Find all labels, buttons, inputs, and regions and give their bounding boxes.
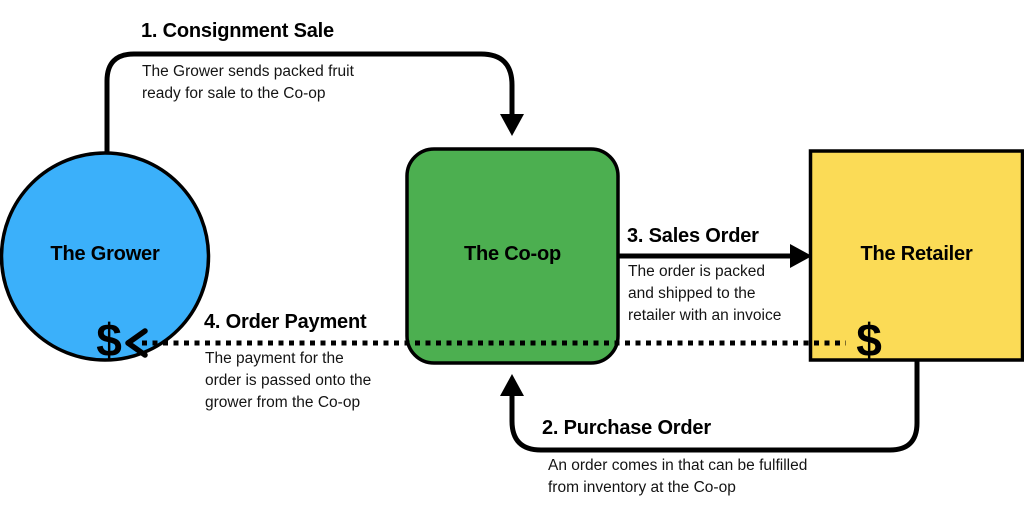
step4-title: 4. Order Payment xyxy=(204,311,367,333)
retailer-dollar-icon: $ xyxy=(856,314,882,366)
purchase-order-arrowhead-icon xyxy=(500,374,524,396)
coop-box xyxy=(405,147,620,365)
coop-label: The Co-op xyxy=(463,243,562,265)
consignment-sale-arrow xyxy=(104,51,515,154)
order-payment-arrowhead-icon xyxy=(125,328,148,358)
grower-label: The Grower xyxy=(50,243,160,265)
step2-title: 2. Purchase Order xyxy=(542,417,711,439)
step1-title: 1. Consignment Sale xyxy=(141,20,334,42)
step4-description: The payment for the order is passed onto… xyxy=(205,350,372,411)
purchase-order-arrow xyxy=(509,361,920,453)
retailer-box xyxy=(808,149,1024,362)
grower-dollar-icon: $ xyxy=(96,314,122,366)
step2-description: An order comes in that can be fulfilled … xyxy=(548,457,808,496)
step3-title: 3. Sales Order xyxy=(627,225,759,247)
consignment-sale-arrowhead-icon xyxy=(500,114,524,136)
step1-description: The Grower sends packed fruit ready for … xyxy=(142,63,354,102)
sales-order-arrowhead-icon xyxy=(790,244,812,268)
retailer-label: The Retailer xyxy=(860,243,973,265)
step3-description: The order is packed and shipped to the r… xyxy=(628,263,782,324)
